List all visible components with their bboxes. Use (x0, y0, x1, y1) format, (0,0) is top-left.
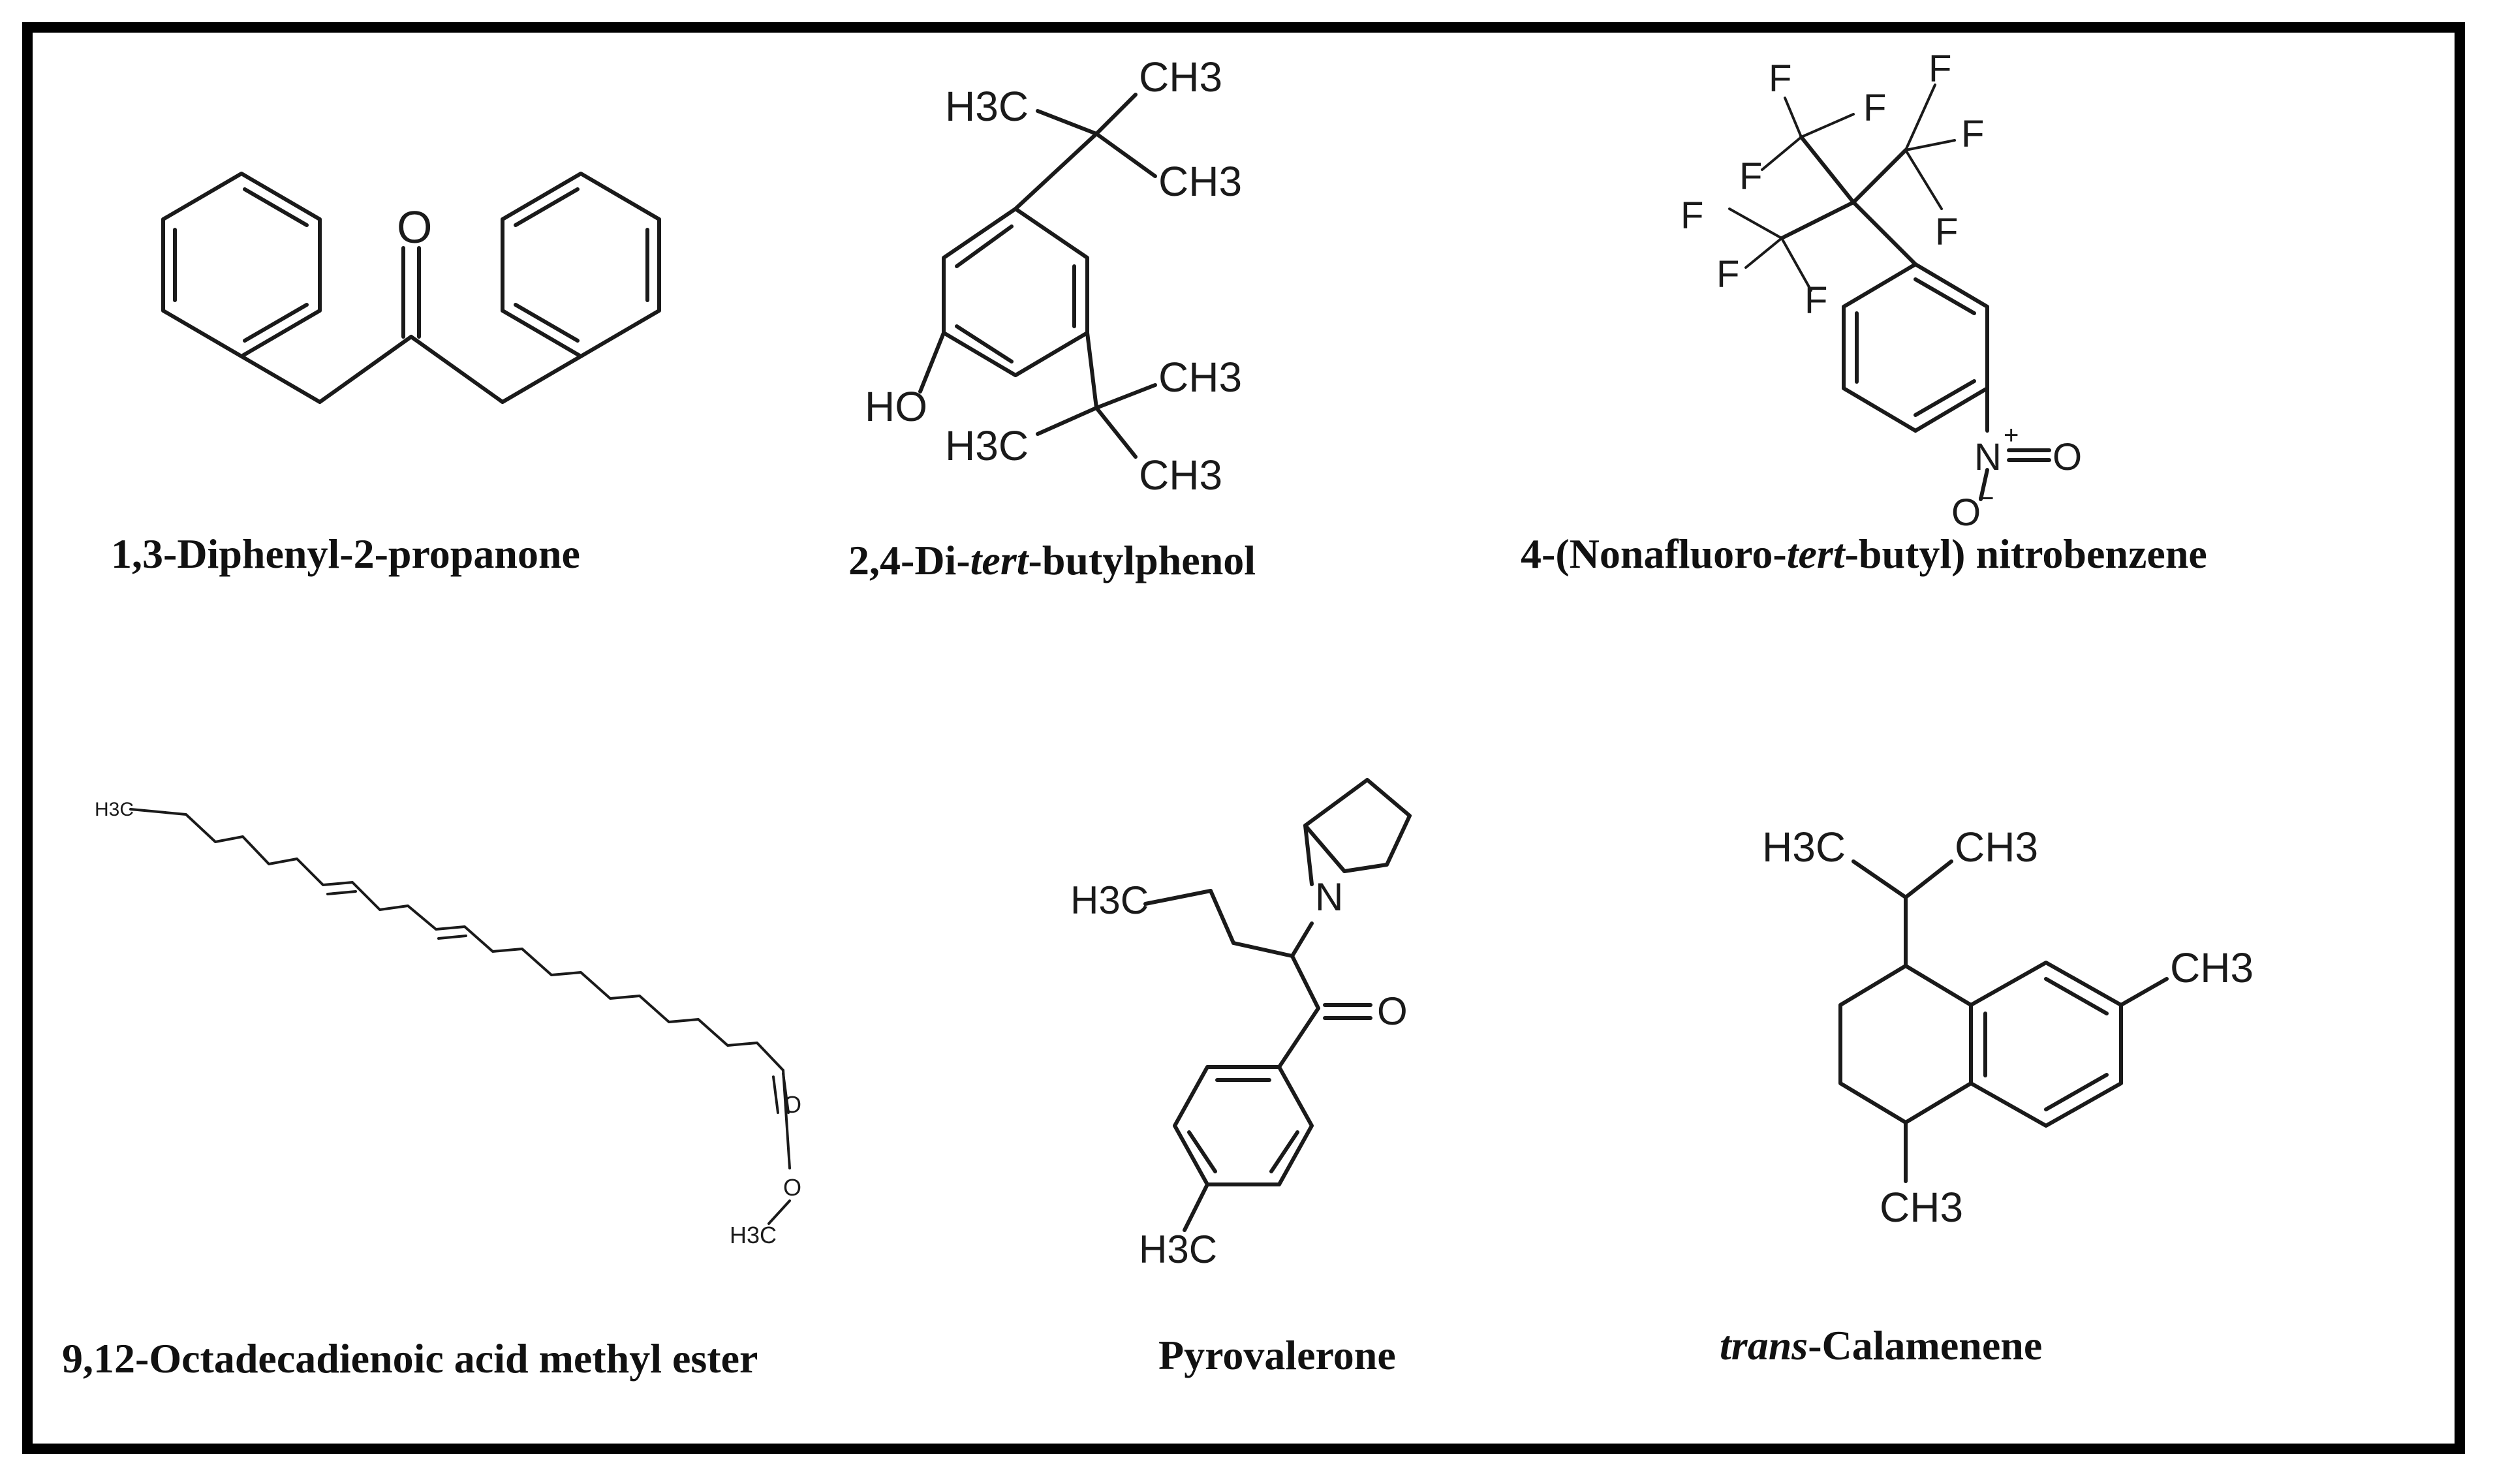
fatty-acid-chain (129, 808, 784, 1072)
tolyl-ring-outline (1173, 1006, 1320, 1186)
propanone-chain (240, 335, 583, 404)
atom-label: F (1739, 155, 1762, 198)
caption-text: -butyl) nitrobenzene (1844, 531, 2207, 577)
atom-label: CH3 (1139, 452, 1222, 499)
caption-ditertbutylphenol: 2,4-Di-tert-butylphenol (848, 536, 1256, 585)
atom-label: H3C (95, 799, 134, 820)
atom-label: O (783, 1174, 801, 1201)
caption-italic-text: trans (1720, 1322, 1808, 1368)
atom-label: H3C (1139, 1228, 1217, 1271)
atom-label: − (1977, 482, 1994, 514)
caption-text: 2,4-Di- (848, 537, 970, 583)
atom-label: CH3 (1139, 54, 1222, 100)
atom-label: CH3 (1158, 354, 1242, 401)
atom-label: H3C (730, 1222, 777, 1248)
caption-nonafluoro-nitrobenzene: 4-(Nonafluoro-tert-butyl) nitrobenzene (1521, 530, 2207, 578)
caption-text: -Calamenene (1808, 1322, 2043, 1368)
caption-linoleate-methyl-ester: 9,12-Octadecadienoic acid methyl ester (62, 1335, 758, 1383)
atom-label: N (1315, 875, 1343, 919)
atom-label: HO (865, 383, 927, 430)
nitrobenzene-ring (1842, 262, 1989, 433)
atom-label: CH3 (1880, 1184, 1963, 1231)
atom-label: CH3 (1158, 158, 1242, 205)
figure-frame (22, 22, 2465, 1454)
atom-label: F (1805, 279, 1827, 322)
atom-label: O (783, 1091, 801, 1118)
atom-label: O (397, 202, 432, 253)
structure-pyrovalerone: N H3C O H3C (1070, 778, 1412, 1271)
structure-diphenylpropanone: O (161, 172, 661, 404)
atom-label: O (2053, 436, 2082, 478)
caption-diphenylpropanone: 1,3-Diphenyl-2-propanone (111, 530, 580, 578)
caption-calamenene: trans-Calamenene (1720, 1322, 2042, 1370)
atom-label: F (1935, 211, 1958, 253)
atom-label: H3C (1762, 824, 1846, 871)
phenol-ring (942, 207, 1089, 377)
atom-label: N (1974, 436, 2002, 478)
atom-label: F (1681, 194, 1703, 237)
caption-text: 1,3-Diphenyl-2-propanone (111, 531, 580, 577)
atom-label: CH3 (1955, 824, 2038, 871)
structure-calamenene: H3C CH3 CH3 CH3 (1762, 824, 2254, 1231)
phenyl-ring-right (501, 172, 661, 358)
pyrrolidine-ring (1303, 778, 1412, 873)
atom-label: F (1716, 253, 1739, 296)
atom-label: H3C (945, 83, 1029, 130)
caption-pyrovalerone: Pyrovalerone (1158, 1331, 1396, 1380)
structure-linoleate-methyl-ester: H3C O O H3C (95, 799, 801, 1248)
structure-ditertbutylphenol: CH3 H3C CH3 HO CH3 H3C CH3 (865, 54, 1242, 499)
atom-label: F (1863, 87, 1886, 129)
atom-label: H3C (1070, 878, 1149, 922)
aromatic-ring (1969, 961, 2123, 1128)
caption-text: Pyrovalerone (1158, 1332, 1396, 1378)
atom-label: + (2004, 421, 2019, 450)
caption-text: -butylphenol (1028, 537, 1256, 583)
caption-italic-text: tert (970, 537, 1029, 583)
atom-label: F (1769, 57, 1791, 100)
atom-label: F (1929, 48, 1951, 90)
caption-text: 4-(Nonafluoro- (1521, 531, 1787, 577)
phenyl-ring-left (161, 172, 322, 358)
caption-italic-text: tert (1786, 531, 1845, 577)
atom-label: CH3 (2170, 944, 2254, 991)
caption-text: 9,12-Octadecadienoic acid methyl ester (62, 1335, 758, 1382)
tetralin-ring (1838, 964, 1973, 1124)
atom-label: H3C (945, 422, 1029, 469)
atom-label: O (1377, 989, 1408, 1033)
atom-label: O (1951, 491, 1981, 534)
structure-nonafluoro-nitrobenzene: F F F F F F F F F N + O O − (1681, 48, 2082, 534)
atom-label: F (1961, 113, 1984, 155)
